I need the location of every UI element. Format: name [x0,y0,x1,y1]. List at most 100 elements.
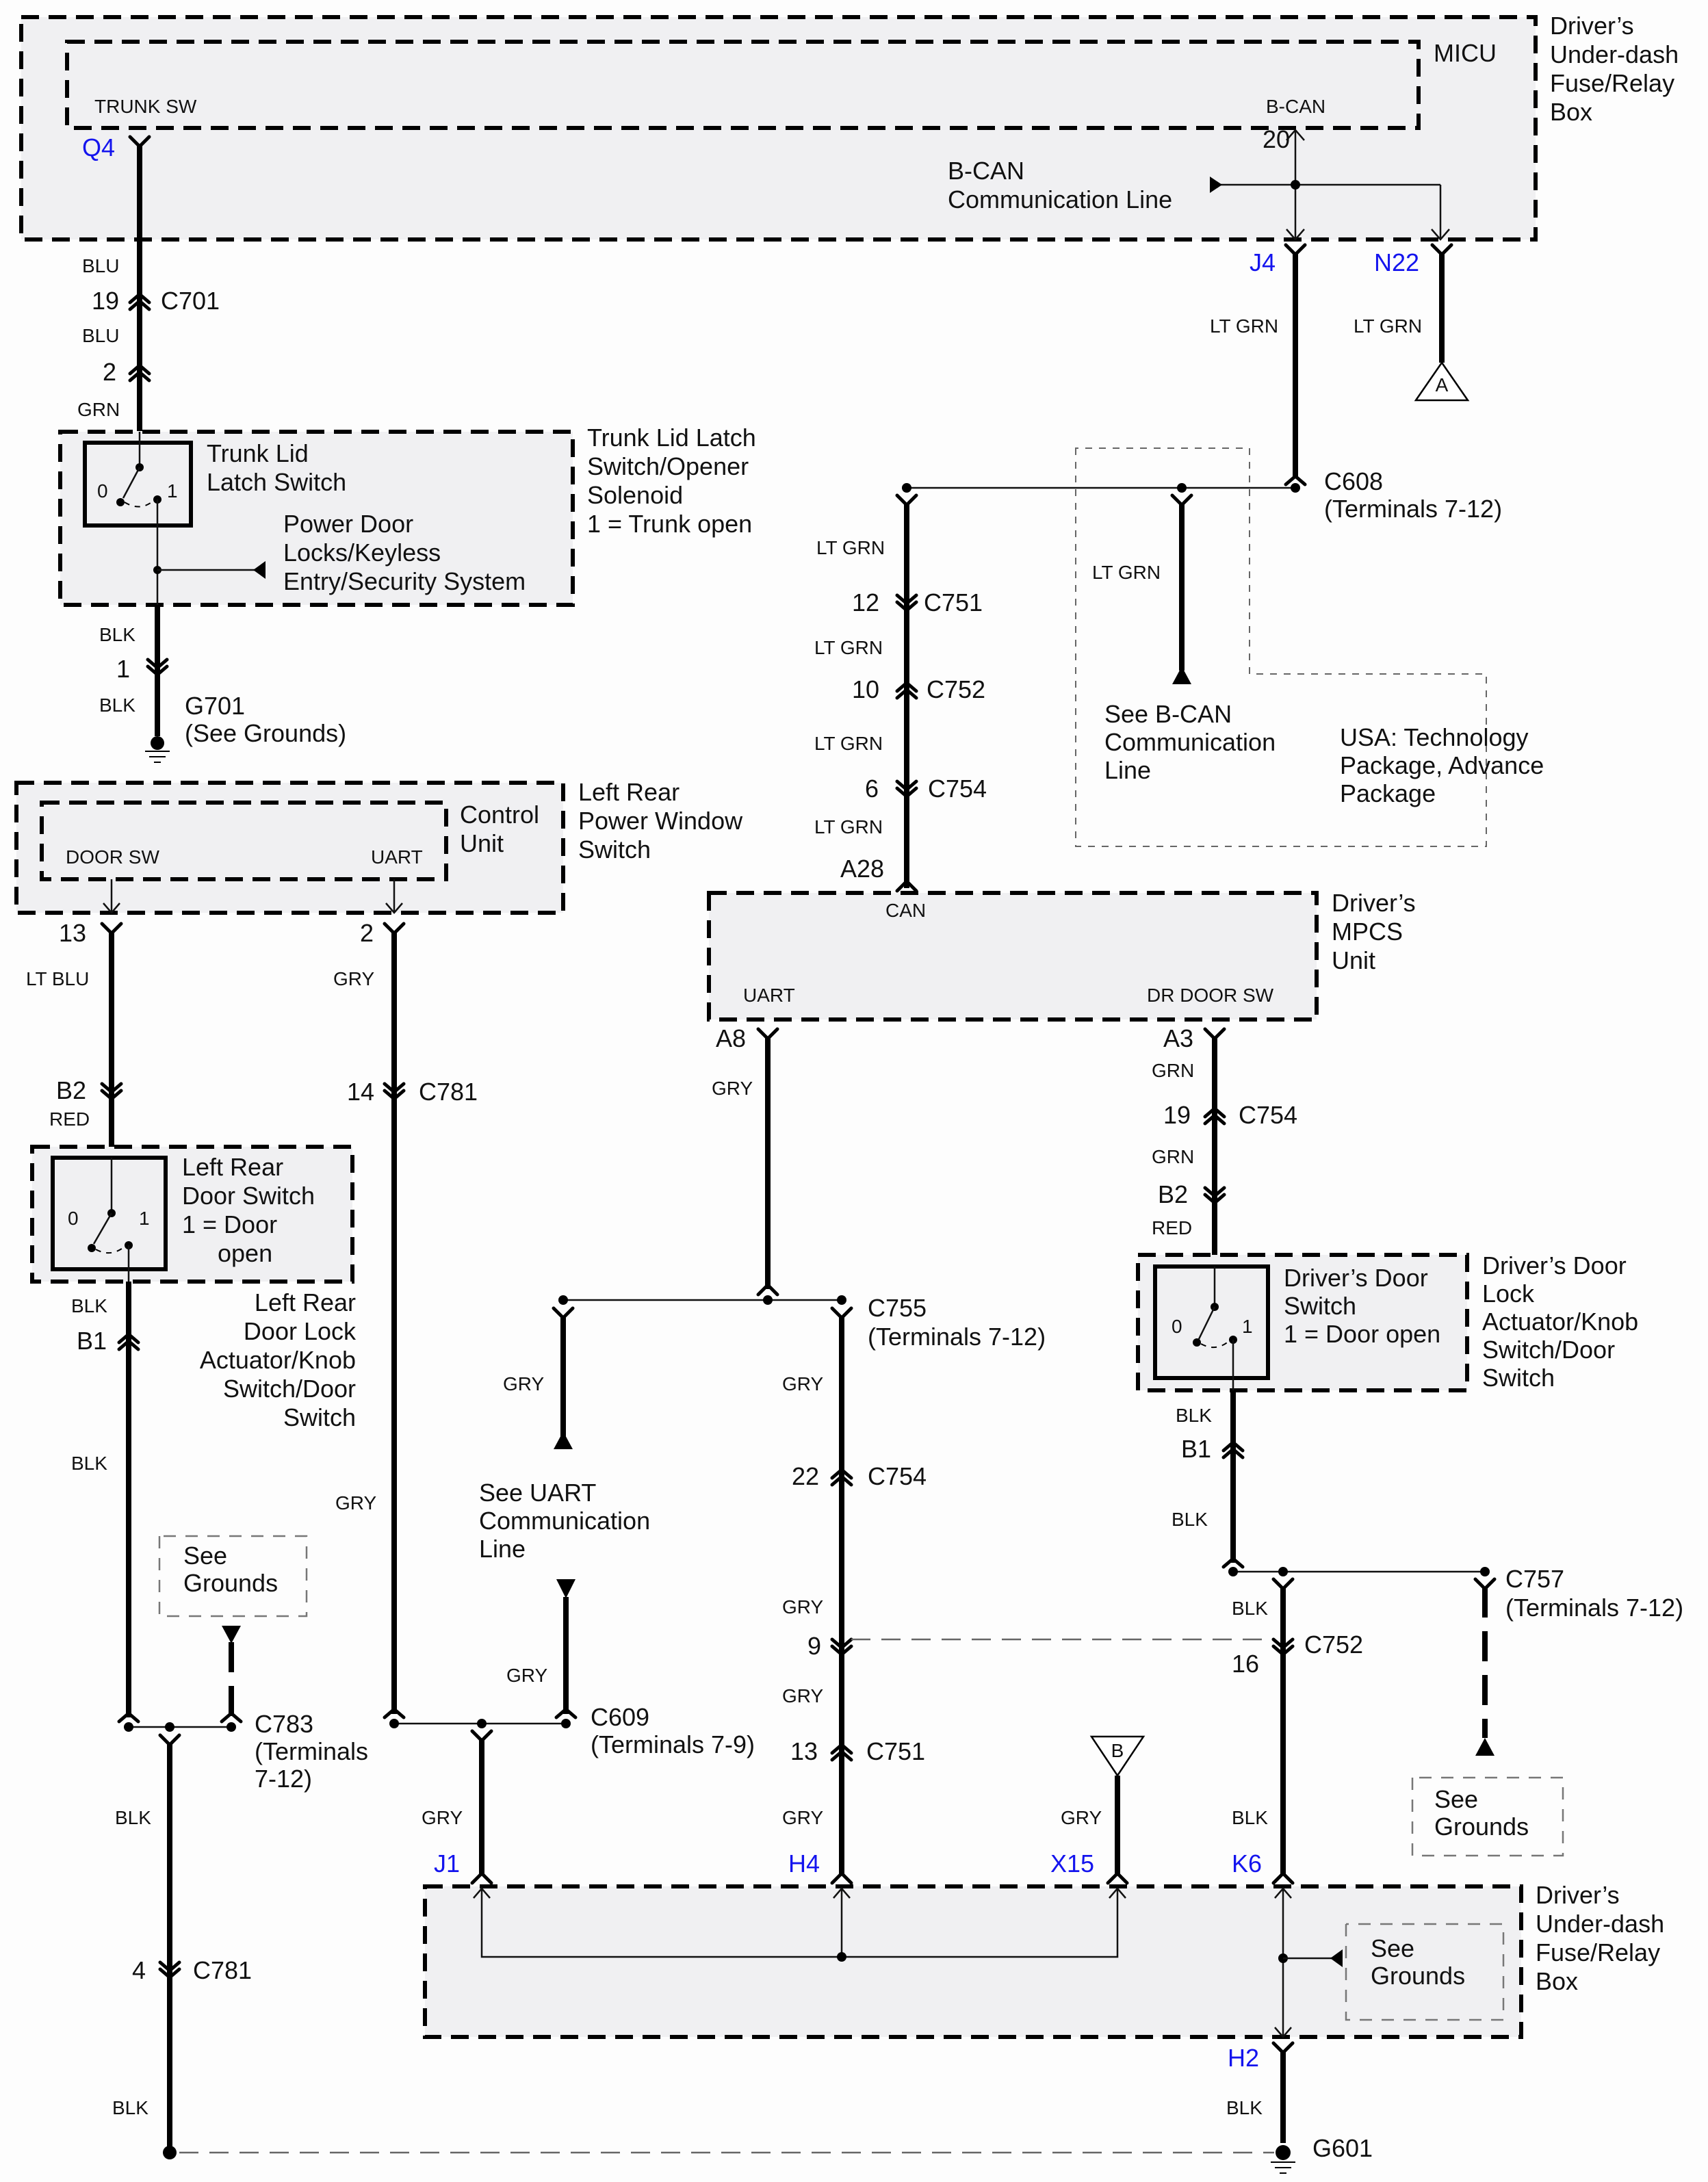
junction-dot [477,1719,487,1728]
terminal-a8: A8 [716,1024,746,1052]
see-uart-label: See UART [479,1479,596,1507]
connector-note: (Terminals [255,1737,368,1765]
see-bcan-label: Line [1104,756,1151,784]
drivers-door-lock-actuator-title: Driver’s Door Lock Actuator/Knob Switch/… [1482,1251,1638,1392]
switch-contact-0 [116,498,125,506]
bcan-pin-number: 20 [1263,125,1290,153]
switch-label: Driver’s Door [1284,1264,1428,1292]
control-unit-label: Control [460,801,539,829]
pin-label: 4 [132,1956,146,1984]
connector-female-icon [1430,243,1453,257]
terminal-k6: K6 [1232,1849,1262,1878]
see-grounds-label: See [183,1542,227,1570]
switch-label: Latch Switch [207,468,346,496]
bcan-line-label: B-CAN [948,157,1024,185]
wire-color-label: LT GRN [1092,562,1161,583]
switch-blade [1198,1306,1216,1340]
title-line: Driver’s [1536,1881,1620,1909]
connector-label-c751: C751 [924,588,983,616]
terminal-a28: A28 [840,855,884,883]
junction-dot [902,483,911,493]
g601-ground-circuit: H2 BLK G601 [1226,2041,1373,2174]
connector-c751-icon [895,593,918,613]
connector-note: (Terminals 7-12) [868,1323,1046,1351]
pin-label: 22 [792,1462,819,1490]
drivers-door-switch-square [1153,1264,1270,1380]
pin-label: 19 [92,287,119,315]
terminal-a3: A3 [1163,1024,1193,1052]
trunk-switch-square [83,441,193,528]
arrow-up-icon [1286,129,1305,141]
see-grounds-box [158,1535,308,1618]
pin-label: B1 [1181,1435,1211,1463]
ground-label: G701 [185,692,245,720]
junction-dot [561,1719,571,1728]
arrow-left-icon [1330,1949,1343,1967]
terminal-q4: Q4 [82,133,115,161]
connector-male-icon [1106,1871,1129,1885]
fuse-box-top-title: Driver’s Under-dash Fuse/Relay Box [1550,12,1679,126]
connector-icon [830,1637,853,1657]
wire-color-label: RED [1152,1217,1192,1238]
trunk-sw-pin-label: TRUNK SW [94,96,197,117]
connector-icon [470,1729,493,1743]
control-unit-outline [40,801,448,881]
see-bcan-label: Communication [1104,728,1276,756]
connector-icon [552,1306,575,1321]
arrow-down-icon [385,902,403,914]
wire-color-label: BLK [1226,2097,1263,2118]
c783-junction: See Grounds C783 (Terminals 7-12) BLK 4 … [112,1535,1274,2159]
connector-c754-icon [830,1467,853,1487]
wire-color-label: BLK [1232,1598,1268,1619]
switch-label: Left Rear [182,1153,283,1181]
micu-label: MICU [1434,39,1497,67]
connector-c754-icon [895,779,918,799]
connector-icon [146,658,169,677]
connector-c757-icon [1221,1556,1245,1569]
c609-junction: See UART Communication Line GRY C609 (Te… [389,1479,755,1875]
see-grounds-label: Grounds [183,1569,278,1597]
connector-label-c701: C701 [161,287,220,315]
component-title: Actuator/Knob [200,1346,356,1374]
pin-label: 10 [852,675,879,703]
connector-c781-icon [158,1960,181,1980]
component-title: Switch/Opener [587,452,749,480]
wire-color-label: LT GRN [816,537,885,558]
drivers-door-switch-circuit: A3 GRN 19 C754 GRN B2 RED 0 1 Driver’s D… [1136,1024,1683,1875]
junction-dot [389,1719,399,1728]
arrow-down-icon [103,902,120,914]
component-title: MPCS [1332,918,1403,946]
wire-color-label: GRN [77,399,120,420]
terminal-n22: N22 [1374,248,1419,276]
switch-travel-arc [1200,1340,1230,1349]
switch-label: Door Switch [182,1182,315,1210]
pin-label: 2 [103,358,116,386]
q4-circuit: Q4 BLU 19 C701 BLU 2 GRN [77,133,220,431]
switch-label: Trunk Lid [207,439,309,467]
switch-pos-label: 0 [68,1208,79,1229]
system-ref-label: Entry/Security System [283,567,526,595]
connector-ref-a-icon [1414,361,1470,402]
connector-c701-icon [128,291,151,311]
title-line: Under-dash [1550,40,1679,68]
arrow-down-icon [1274,2027,1292,2038]
component-title: Driver’s [1332,889,1416,917]
connector-c608-icon [1284,473,1307,486]
wire-color-label: LT GRN [814,816,883,837]
switch-travel-arc [95,1246,125,1254]
wire-color-label: GRY [503,1373,544,1394]
bcan-arrow-icon [1210,177,1222,193]
wire-color-label: GRY [712,1078,753,1099]
connector-label-c752: C752 [1304,1631,1363,1659]
pin-label: 9 [807,1632,821,1660]
connector-note: (Terminals 7-12) [1324,495,1502,523]
option-label: USA: Technology [1340,723,1529,751]
terminal-j1: J1 [434,1849,460,1878]
fuse-box-bottom: J1 H4 X15 K6 See Grounds Driver’s Under-… [423,1849,1664,2039]
see-grounds-label: See [1371,1934,1414,1962]
pin-label: 12 [852,588,879,616]
wire-color-label: BLK [1172,1509,1208,1530]
component-title: Left Rear [578,778,680,806]
fuse-box-top: MICU TRUNK SW B-CAN Driver’s Under-dash … [19,12,1679,242]
connector-c752-icon [895,680,918,700]
